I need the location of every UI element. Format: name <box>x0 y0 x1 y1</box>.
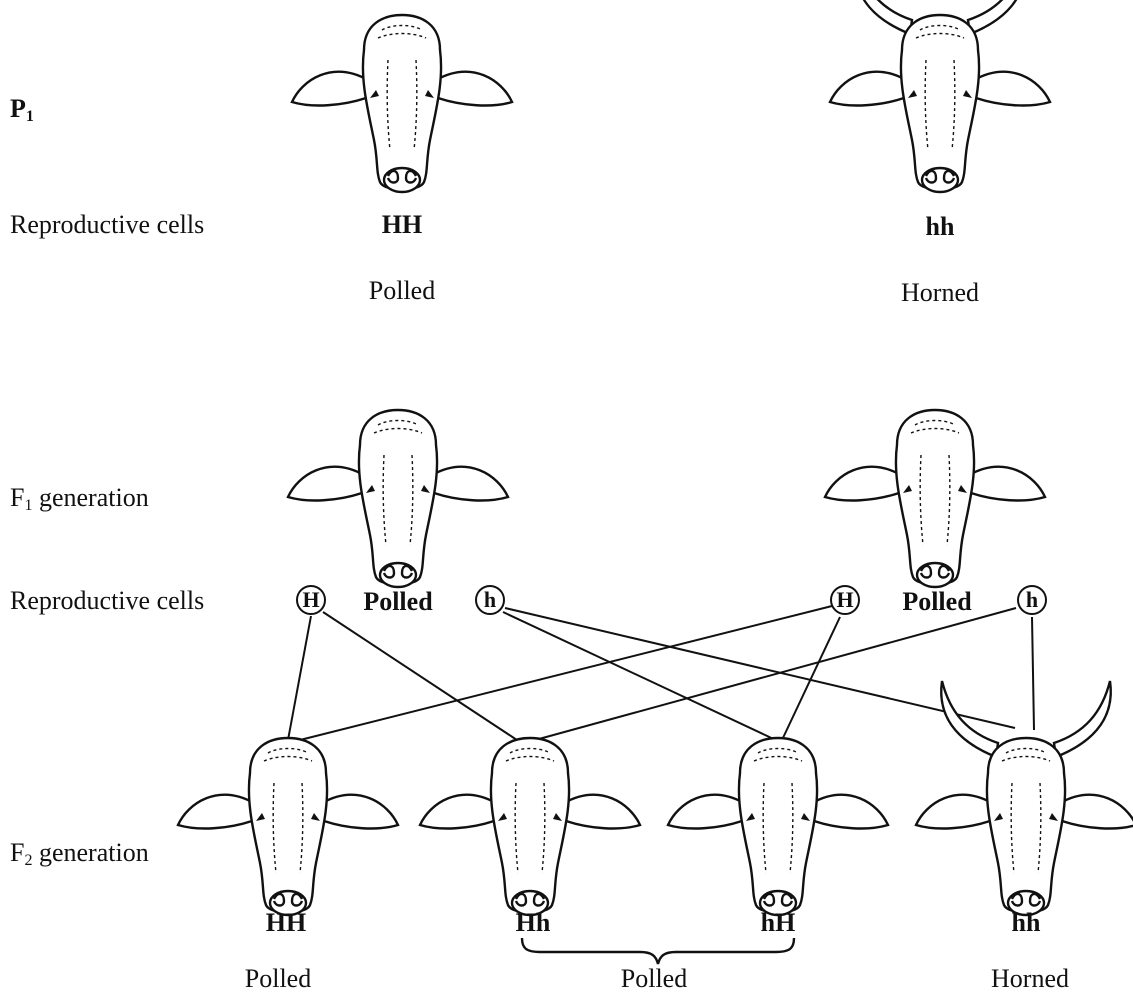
p1-left-phenotype: Polled <box>369 278 435 304</box>
f1-row-label: F1 generation <box>10 485 149 514</box>
f1-right-phenotype: Polled <box>902 589 971 615</box>
cow-head-polled-icon <box>668 738 888 915</box>
f2-genotype-1: HH <box>266 910 306 936</box>
p1-polled-cow <box>292 15 512 192</box>
cow-head-horned-icon <box>830 15 1050 192</box>
f2-phenotype-middle: Polled <box>621 966 687 992</box>
reproductive-cells-label-2: Reproductive cells <box>10 588 204 614</box>
p1-horned-cow <box>830 0 1050 192</box>
p1-right-phenotype: Horned <box>901 280 979 306</box>
line-h2-to-f2-4 <box>1032 617 1034 730</box>
cow-head-polled-icon <box>288 410 508 587</box>
p1-right-genotype: hh <box>926 214 955 240</box>
reproductive-cell-h-left: h <box>475 585 505 615</box>
line-H1-to-f2-2 <box>323 612 520 742</box>
f1-left-phenotype: Polled <box>363 589 432 615</box>
heterozygote-brace <box>522 938 794 964</box>
cow-head-polled-icon <box>420 738 640 915</box>
cow-head-polled-icon <box>825 410 1045 587</box>
line-h1-to-f2-3 <box>503 612 780 742</box>
reproductive-cell-h-right: h <box>1017 585 1047 615</box>
f1-left-cow <box>288 410 508 587</box>
p1-left-genotype: HH <box>382 212 422 238</box>
f2-genotype-2: Hh <box>516 910 551 936</box>
f2-row-label: F2 generation <box>10 840 149 869</box>
f1-right-cow <box>825 410 1045 587</box>
f2-genotype-3: hH <box>761 910 796 936</box>
p1-row-label: P1 <box>10 96 34 125</box>
reproductive-cells-label-1: Reproductive cells <box>10 212 204 238</box>
cow-head-polled-icon <box>178 738 398 915</box>
line-h2-to-f2-2 <box>528 608 1016 742</box>
line-H2-to-f2-1 <box>300 606 832 740</box>
f2-phenotype-first: Polled <box>245 966 311 992</box>
f2-cow-3 <box>668 738 888 915</box>
line-h1-to-f2-4 <box>505 608 1015 728</box>
cow-head-horned-icon <box>916 738 1133 915</box>
line-H1-to-f2-1 <box>288 616 311 740</box>
cross-lines <box>288 606 1034 742</box>
reproductive-cell-H-left: H <box>296 585 326 615</box>
reproductive-cell-H-right: H <box>830 585 860 615</box>
f2-genotype-4: hh <box>1012 910 1041 936</box>
f2-phenotype-last: Horned <box>991 966 1069 992</box>
f2-cow-2 <box>420 738 640 915</box>
line-H2-to-f2-3 <box>782 617 840 740</box>
f2-cow-1 <box>178 738 398 915</box>
cow-head-polled-icon <box>292 15 512 192</box>
f2-cow-4 <box>916 681 1133 915</box>
